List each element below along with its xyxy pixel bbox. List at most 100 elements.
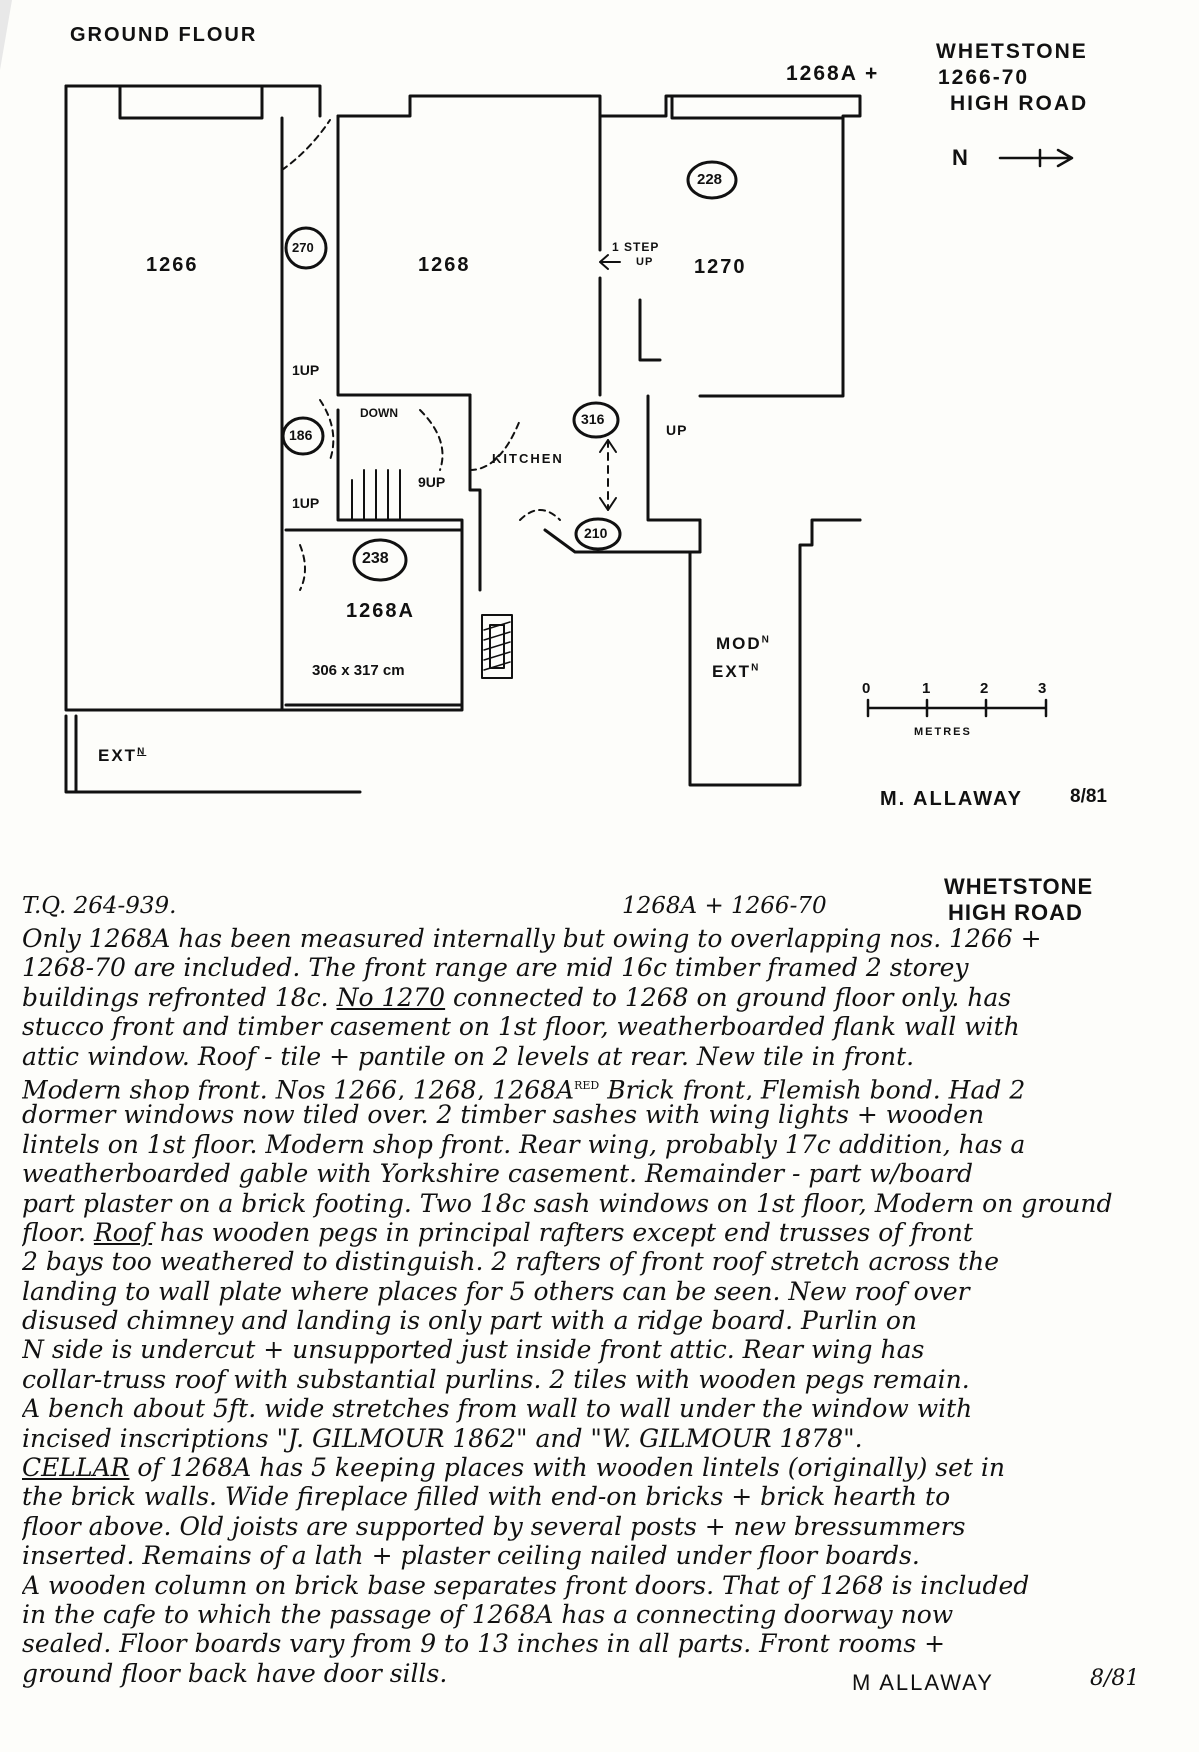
circle-270 [284,226,328,270]
notes-line: Modern shop front. Nos 1266, 1268, 1268A… [22,1071,1172,1100]
notes-body: Only 1268A has been measured internally … [22,924,1172,1688]
notes-text: connected to 1268 on ground floor only. … [445,982,1012,1012]
wall-kitchen-south [543,528,682,554]
notes-line: attic window. Roof - tile + pantile on 2… [22,1041,915,1071]
plan-signature: M. ALLAWAY [880,788,1023,810]
notes-line: sealed. Floor boards vary from 9 to 13 i… [22,1629,946,1659]
notes-line: 1268-70 are included. The front range ar… [22,953,969,983]
notes-line: dormer windows now tiled over. 2 timber … [22,1100,985,1130]
door-swing-4 [419,409,444,471]
notes-line: floor above. Old joists are supported by… [22,1511,966,1541]
title-address-4: HIGH ROAD [950,92,1089,115]
scale-bar [866,698,1048,718]
room-1268: 1268 [418,254,471,276]
room-mod-ext-1: MODN [716,634,771,653]
scale-tick-0: 0 [862,680,871,697]
notes-line: Only 1268A has been measured internally … [22,924,1042,953]
notes-text: Brick front, Flemish bond. Had 2 [599,1075,1026,1101]
notes-line: part plaster on a brick footing. Two 18c… [22,1188,1113,1218]
notes-line: in the cafe to which the passage of 1268… [22,1599,954,1629]
notes-line: stucco front and timber casement on 1st … [22,1012,1020,1042]
notes-signature: M ALLAWAY [852,1670,994,1695]
notes-line: N side is undercut + unsupported just in… [22,1335,925,1365]
door-swing-2 [299,544,306,591]
step-arrow [599,254,621,270]
plan-heading: GROUND FLOUR [70,24,258,46]
room-1268a: 1268A [346,600,415,622]
wall-kitchen-east [646,394,702,554]
notes-header-addr: 1268A + 1266-70 [622,893,827,919]
circled-186: 186 [289,427,313,443]
notes-line: floor. Roof has wooden pegs in principal… [22,1218,1172,1247]
notes-line: collar-truss roof with substantial purli… [22,1364,970,1394]
notes-text: Modern shop front. [22,1075,268,1101]
notes-text: buildings refronted 18c. [22,982,329,1012]
scale-tick-2: 2 [980,680,989,697]
notes-line: weatherboarded gable with Yorkshire case… [22,1159,973,1189]
circled-270: 270 [292,240,314,255]
notes-line: inserted. Remains of a lath + plaster ce… [22,1541,920,1571]
notes-line: lintels on 1st floor. Modern shop front.… [22,1129,1026,1159]
notes-text: of 1268A has 5 keeping places with woode… [129,1453,1006,1483]
room-ext: EXTN [98,746,147,765]
wall-1270 [598,94,862,398]
plan-signature-date: 8/81 [1070,786,1107,807]
notes-line: incised inscriptions "J. GILMOUR 1862" a… [22,1423,863,1453]
floor-plan [64,84,1074,794]
circle-228 [686,160,738,200]
label-dimensions: 306 x 317 cm [312,662,405,679]
wall-1266-top [64,84,322,118]
notes-line: CELLAR of 1268A has 5 keeping places wit… [22,1453,1172,1482]
notes-underlined: CELLAR [22,1453,130,1483]
notes-text: has wooden pegs in principal rafters exc… [152,1217,973,1247]
door-swing-1 [281,119,331,171]
notes-line: landing to wall plate where places for 5… [22,1276,970,1306]
circle-186 [281,416,325,456]
label-up-2: 1UP [292,495,320,511]
title-address-3: 1266-70 [938,66,1030,89]
notes-line: A wooden column on brick base separates … [22,1570,1030,1600]
notes-underlined: Roof [93,1217,153,1247]
scale-tick-1: 1 [922,680,931,697]
wall-kitchen [468,393,482,592]
wall-1270-partition [638,298,662,362]
wall-1268a [284,528,464,707]
door-swing-6 [319,399,335,461]
wall-ext-bottom [64,714,362,794]
north-arrow [998,148,1074,168]
wall-1268 [336,114,472,397]
circled-238: 238 [362,550,389,567]
door-swing-5 [519,509,561,521]
wall-1270-front-bay [670,94,845,120]
label-up-1: 1UP [292,362,320,378]
notes-line: 2 bays too weathered to distinguish. 2 r… [22,1247,999,1277]
circle-210 [574,517,622,551]
notes-superscript: RED [574,1078,600,1092]
circled-210: 210 [584,525,608,541]
notes-line: the brick walls. Wide fireplace filled w… [22,1482,951,1512]
scale-tick-3: 3 [1038,680,1047,697]
notes-header-right-2: HIGH ROAD [948,900,1083,925]
stair-treads [351,469,401,521]
room-mod-ext-2: EXTN [712,662,761,681]
fireplace-hatch [483,621,511,671]
label-down: DOWN [360,406,398,420]
label-up-right: UP [666,422,688,438]
room-1266: 1266 [146,254,199,276]
label-step-1: 1 STEP [612,240,660,254]
measure-arrow-top [599,439,617,453]
notes-header-right-1: WHETSTONE [944,874,1094,899]
circled-316: 316 [581,411,605,427]
label-step-2: UP [636,256,654,268]
scale-unit: METRES [914,726,972,738]
title-address-1: 1268A + [786,62,880,85]
wall-front-bay-1266 [118,84,264,120]
north-label: N [952,145,970,170]
notes-underlined: No 1270 [336,982,446,1012]
label-nine-up: 9UP [418,474,446,490]
title-address-2: WHETSTONE [936,40,1088,63]
measure-arrow-bottom [599,497,617,511]
wall-front-bay-1268 [336,94,602,118]
notes-text: floor. [22,1217,86,1247]
